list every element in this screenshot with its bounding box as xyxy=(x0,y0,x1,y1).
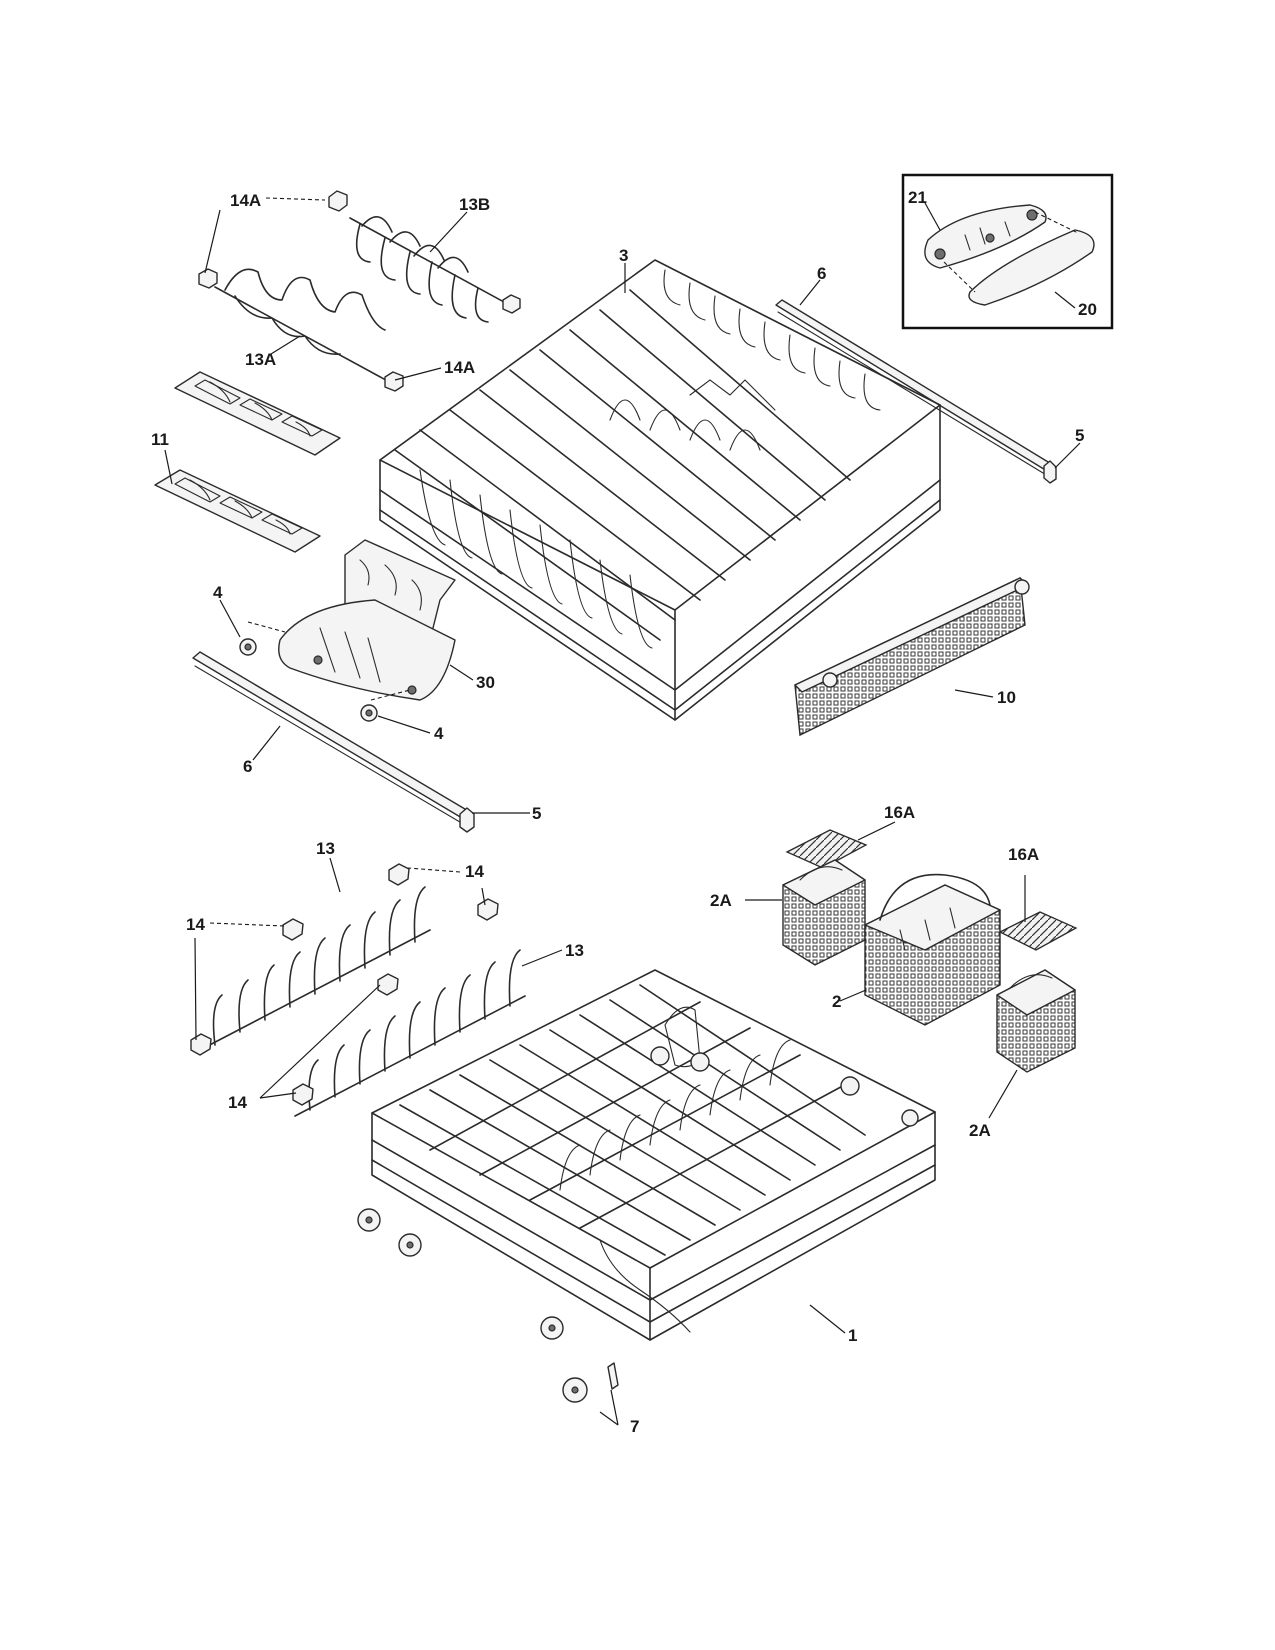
part-number-labels: 14A 13B 13A 14A 3 6 21 20 5 11 4 30 4 10… xyxy=(151,188,1097,1436)
part-4-roller-left xyxy=(239,638,257,656)
label-11: 11 xyxy=(151,430,169,449)
label-6-bottom: 6 xyxy=(243,757,252,776)
part-7-wheel-axle xyxy=(562,1362,619,1403)
label-7: 7 xyxy=(630,1417,639,1436)
part-11-cup-shelves xyxy=(154,371,341,553)
part-13-tine-row-bottom xyxy=(294,949,526,1117)
label-4-left: 4 xyxy=(213,583,223,602)
label-10: 10 xyxy=(997,688,1016,707)
inset-box xyxy=(901,173,1114,330)
part-5-end-cap-bottom xyxy=(459,807,475,833)
label-6-top: 6 xyxy=(817,264,826,283)
label-2a-top: 2A xyxy=(710,891,732,910)
label-14a-mid: 14A xyxy=(444,358,475,377)
part-3-upper-rack xyxy=(379,259,941,721)
label-20: 20 xyxy=(1078,300,1097,319)
part-6-rail-top xyxy=(775,299,1054,477)
part-21-clip xyxy=(924,204,1047,269)
part-16a-grill-right xyxy=(998,911,1078,951)
label-13a: 13A xyxy=(245,350,276,369)
label-13-right: 13 xyxy=(565,941,584,960)
label-1: 1 xyxy=(848,1326,857,1345)
part-13-tine-row-top xyxy=(199,886,431,1051)
label-14-left: 14 xyxy=(186,915,205,934)
label-4-right: 4 xyxy=(434,724,444,743)
label-16a-top: 16A xyxy=(884,803,915,822)
part-13a-tine-row xyxy=(198,268,404,392)
lower-rack-wheels xyxy=(357,1208,564,1340)
part-16a-grill-top xyxy=(785,829,868,869)
label-2: 2 xyxy=(832,992,841,1011)
label-5-top: 5 xyxy=(1075,426,1084,445)
label-5-bottom: 5 xyxy=(532,804,541,823)
label-14-bottom: 14 xyxy=(228,1093,247,1112)
part-20-cover xyxy=(943,211,1095,306)
part-5-end-cap-top xyxy=(1043,460,1057,484)
label-13b: 13B xyxy=(459,195,490,214)
label-3: 3 xyxy=(619,246,628,265)
label-14-right: 14 xyxy=(465,862,484,881)
part-1-lower-rack xyxy=(371,969,936,1341)
part-4-roller-right xyxy=(360,704,378,722)
label-30: 30 xyxy=(476,673,495,692)
part-14-clips xyxy=(190,863,499,1106)
label-16a-right: 16A xyxy=(1008,845,1039,864)
part-2a-basket-top xyxy=(782,859,866,966)
label-21: 21 xyxy=(908,188,927,207)
label-13-top: 13 xyxy=(316,839,335,858)
part-13b-tine-row xyxy=(328,190,521,323)
part-10-cutlery-basket xyxy=(794,576,1030,737)
part-2a-basket-bottom xyxy=(996,969,1076,1073)
label-2a-bottom: 2A xyxy=(969,1121,991,1140)
part-2-center-basket xyxy=(864,873,1001,1026)
part-30-rack-clip xyxy=(247,539,456,701)
label-14a-top: 14A xyxy=(230,191,261,210)
leader-lines xyxy=(164,197,1081,1426)
